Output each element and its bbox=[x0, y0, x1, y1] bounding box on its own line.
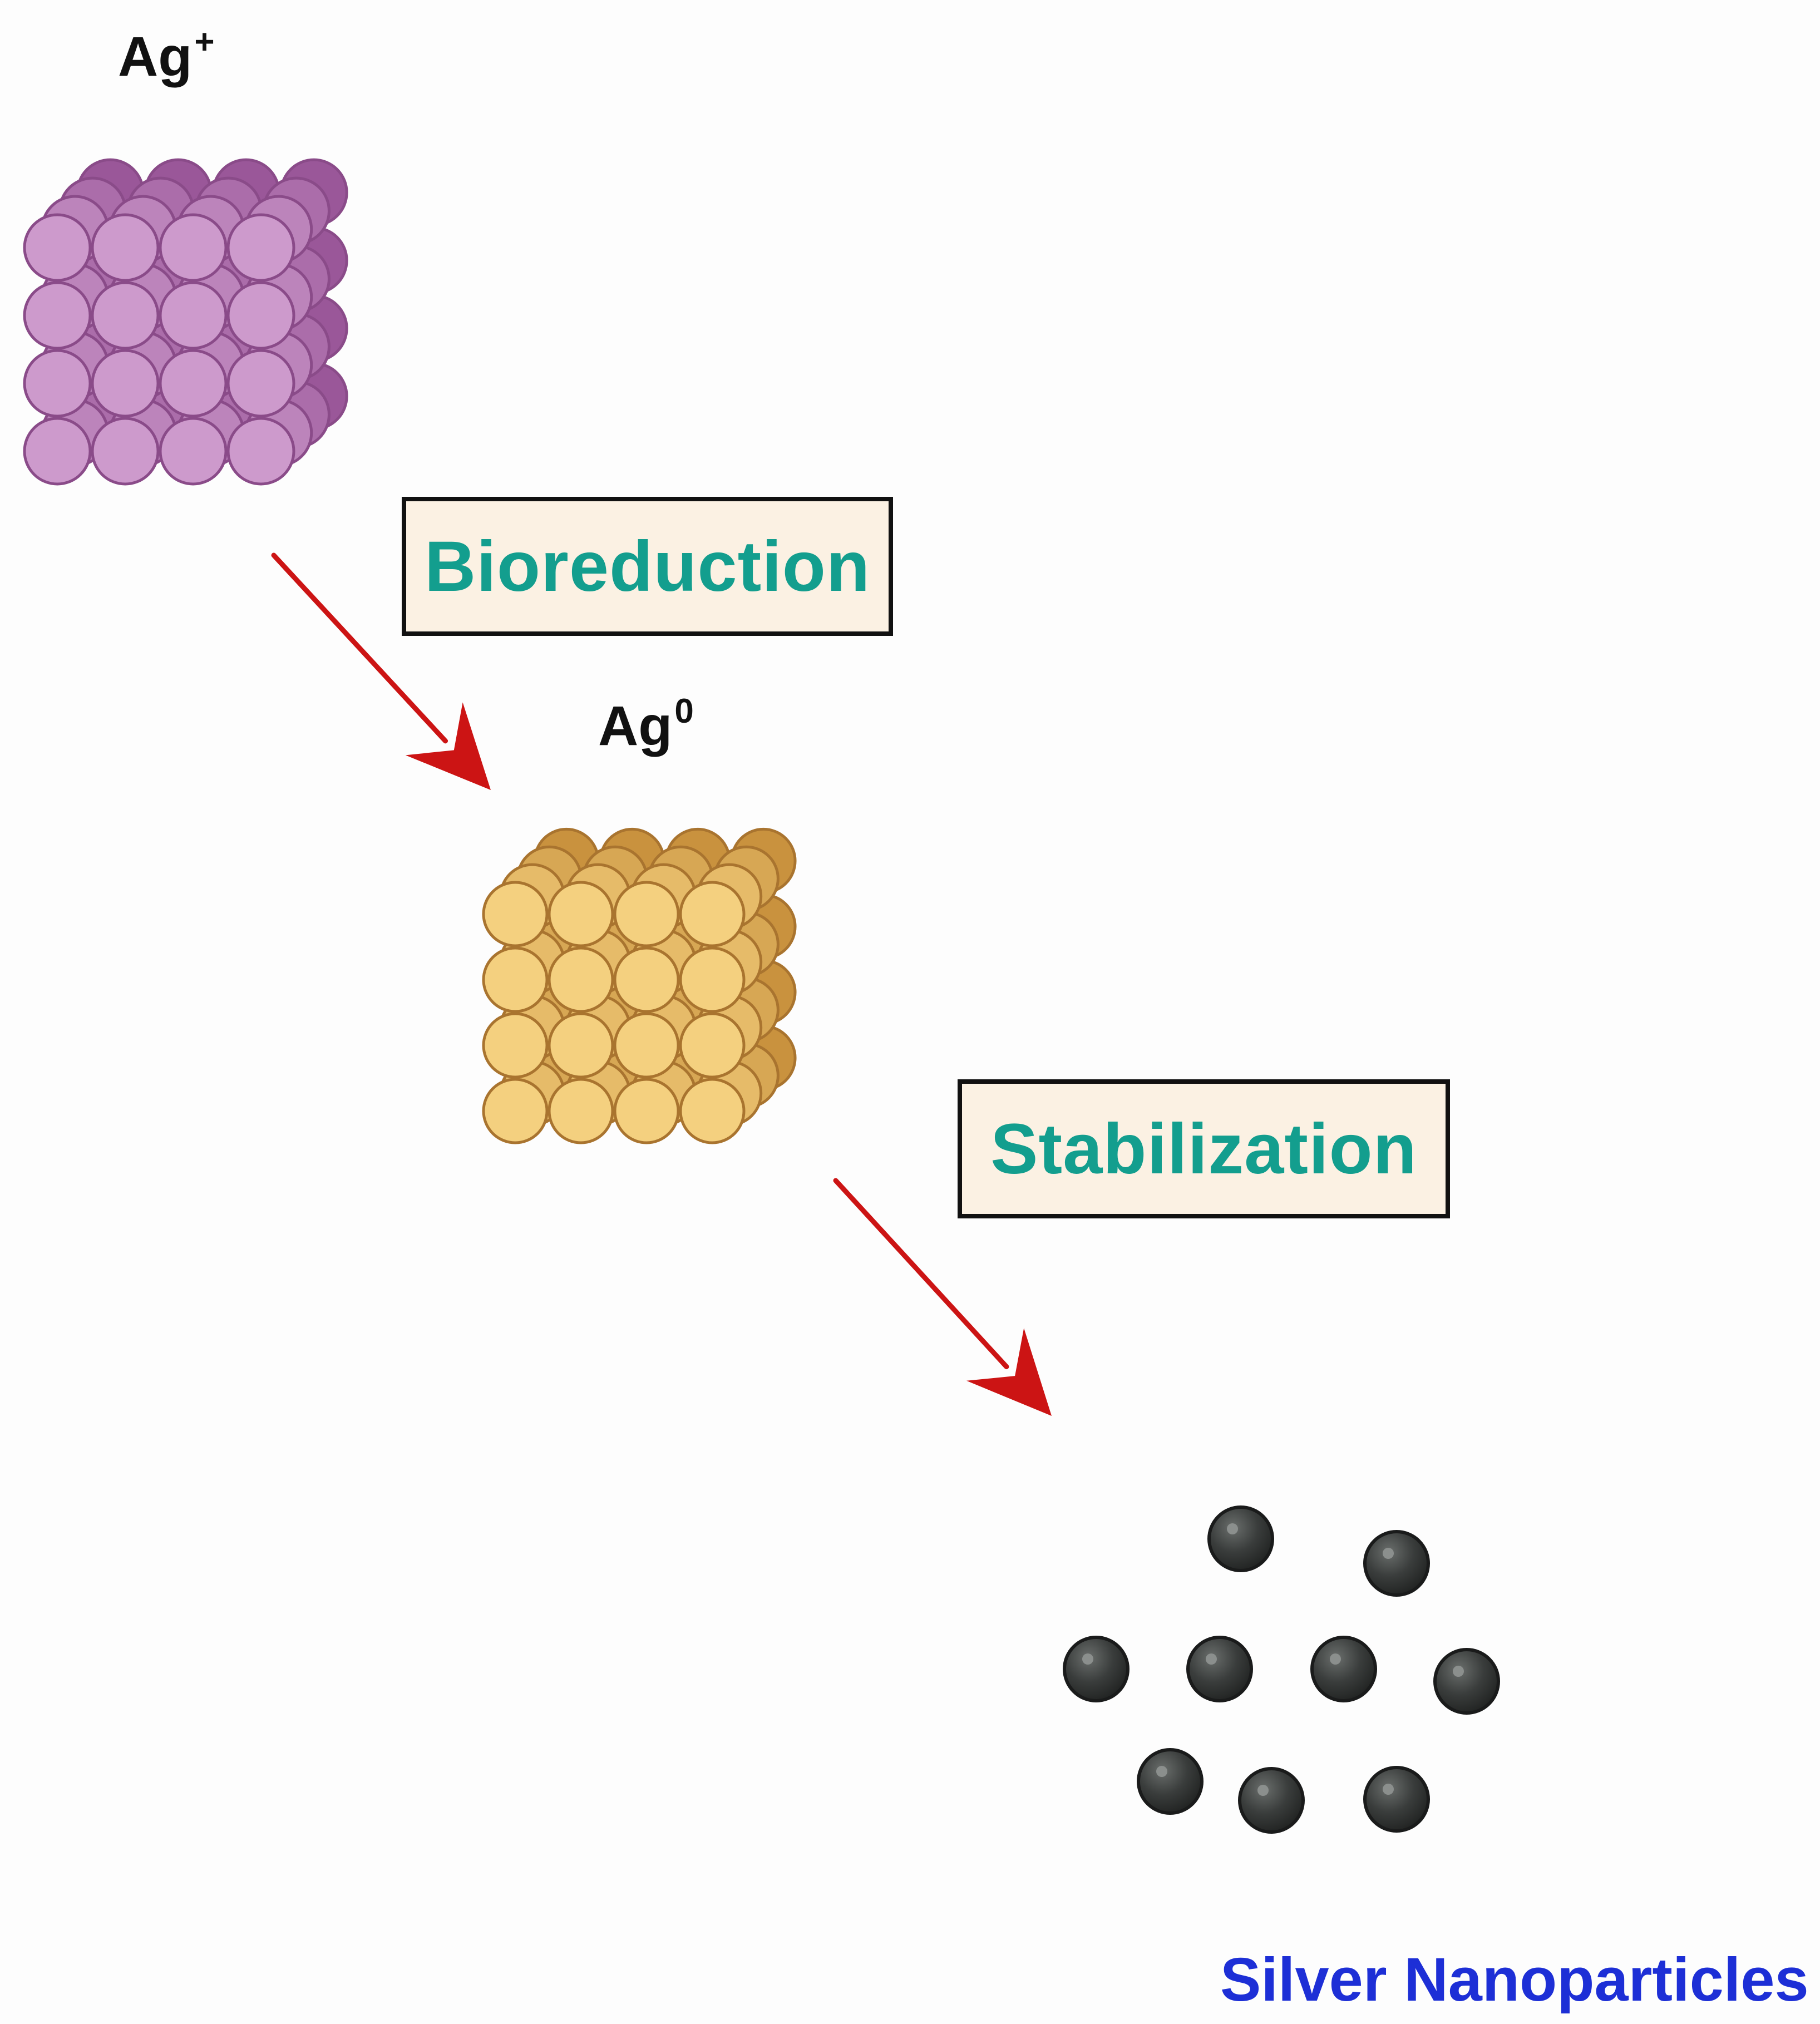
nanoparticle-body bbox=[1238, 1767, 1305, 1834]
atom-sphere-L0-R1-C0 bbox=[482, 946, 549, 1013]
nanoparticle-highlight bbox=[1330, 1653, 1341, 1665]
nanoparticle-body bbox=[1137, 1748, 1204, 1815]
nanoparticle-body bbox=[1207, 1505, 1274, 1572]
nanoparticle bbox=[1207, 1505, 1274, 1572]
nanoparticle bbox=[1433, 1648, 1500, 1715]
ion-sphere-L0-R1-C2 bbox=[159, 281, 228, 350]
stabilization-label: Stabilization bbox=[990, 1109, 1417, 1189]
ion-sphere-L0-R0-C2 bbox=[159, 213, 228, 282]
nanoparticle-highlight bbox=[1082, 1653, 1093, 1665]
ion-sphere-L0-R3-C3 bbox=[226, 417, 295, 486]
ag-ion-lattice-cube bbox=[23, 158, 348, 486]
nanoparticle bbox=[1310, 1636, 1377, 1702]
nanoparticle bbox=[1186, 1636, 1253, 1702]
nanoparticle-body bbox=[1433, 1648, 1500, 1715]
atom-sphere-L0-R0-C3 bbox=[679, 881, 746, 947]
atom-sphere-L0-R1-C1 bbox=[548, 946, 614, 1013]
ag-atom-lattice-cube bbox=[482, 827, 797, 1144]
ag-atom-label: Ag0 bbox=[598, 692, 694, 757]
stabilization-box: Stabilization bbox=[958, 1079, 1450, 1218]
nanoparticle-body bbox=[1186, 1636, 1253, 1702]
atom-sphere-L0-R2-C1 bbox=[548, 1012, 614, 1079]
reaction-arrows bbox=[271, 552, 1052, 1416]
bioreduction-arrow bbox=[271, 552, 491, 790]
atom-sphere-L0-R3-C3 bbox=[679, 1078, 746, 1144]
nanoparticle-highlight bbox=[1257, 1785, 1269, 1796]
atom-sphere-L0-R0-C0 bbox=[482, 881, 549, 947]
nanoparticle bbox=[1063, 1636, 1130, 1702]
ion-sphere-L0-R2-C1 bbox=[91, 349, 160, 418]
nanoparticle-highlight bbox=[1383, 1548, 1394, 1559]
nanoparticle-highlight bbox=[1156, 1766, 1167, 1777]
nanoparticle bbox=[1137, 1748, 1204, 1815]
ion-sphere-L0-R1-C3 bbox=[226, 281, 295, 350]
nanoparticle bbox=[1238, 1767, 1305, 1834]
ion-sphere-L0-R1-C0 bbox=[23, 281, 92, 350]
atom-sphere-L0-R2-C0 bbox=[482, 1012, 549, 1079]
nanoparticle-highlight bbox=[1383, 1784, 1394, 1795]
stabilization-arrow-head bbox=[966, 1328, 1052, 1416]
nanoparticle-body bbox=[1363, 1766, 1430, 1833]
nanoparticle-highlight bbox=[1227, 1523, 1238, 1534]
ion-sphere-L0-R3-C0 bbox=[23, 417, 92, 486]
bioreduction-arrow-shaft bbox=[271, 552, 448, 744]
nanoparticle-highlight bbox=[1206, 1653, 1217, 1665]
nanoparticle bbox=[1363, 1530, 1430, 1597]
atom-sphere-L0-R1-C3 bbox=[679, 946, 746, 1013]
atom-sphere-L0-R3-C1 bbox=[548, 1078, 614, 1144]
atom-sphere-L0-R2-C2 bbox=[613, 1012, 680, 1079]
ag-ion-label: Ag+ bbox=[118, 23, 215, 88]
atom-sphere-L0-R0-C1 bbox=[548, 881, 614, 947]
atom-sphere-L0-R1-C2 bbox=[613, 946, 680, 1013]
atom-sphere-L0-R2-C3 bbox=[679, 1012, 746, 1079]
ion-sphere-L0-R1-C1 bbox=[91, 281, 160, 350]
nanoparticle-highlight bbox=[1453, 1666, 1464, 1677]
silver-nanoparticles-caption: Silver Nanoparticles bbox=[1220, 1946, 1809, 2014]
nanoparticle-body bbox=[1063, 1636, 1130, 1702]
atom-sphere-L0-R0-C2 bbox=[613, 881, 680, 947]
ion-sphere-L0-R2-C2 bbox=[159, 349, 228, 418]
silver-nanoparticle-cluster bbox=[1063, 1505, 1500, 1834]
atom-sphere-L0-R3-C2 bbox=[613, 1078, 680, 1144]
ion-sphere-L0-R3-C1 bbox=[91, 417, 160, 486]
nanoparticle-body bbox=[1363, 1530, 1430, 1597]
ion-sphere-L0-R2-C3 bbox=[226, 349, 295, 418]
bioreduction-box: Bioreduction bbox=[402, 497, 893, 636]
atom-sphere-L0-R3-C0 bbox=[482, 1078, 549, 1144]
stabilization-arrow-shaft bbox=[833, 1178, 1009, 1370]
nanoparticle bbox=[1363, 1766, 1430, 1833]
ion-sphere-L0-R0-C1 bbox=[91, 213, 160, 282]
stabilization-arrow bbox=[833, 1178, 1052, 1416]
bioreduction-arrow-head bbox=[405, 702, 491, 790]
ion-sphere-L0-R0-C3 bbox=[226, 213, 295, 282]
nanoparticle-body bbox=[1310, 1636, 1377, 1702]
ion-sphere-L0-R0-C0 bbox=[23, 213, 92, 282]
ion-sphere-L0-R3-C2 bbox=[159, 417, 228, 486]
ion-sphere-L0-R2-C0 bbox=[23, 349, 92, 418]
bioreduction-label: Bioreduction bbox=[424, 526, 871, 606]
